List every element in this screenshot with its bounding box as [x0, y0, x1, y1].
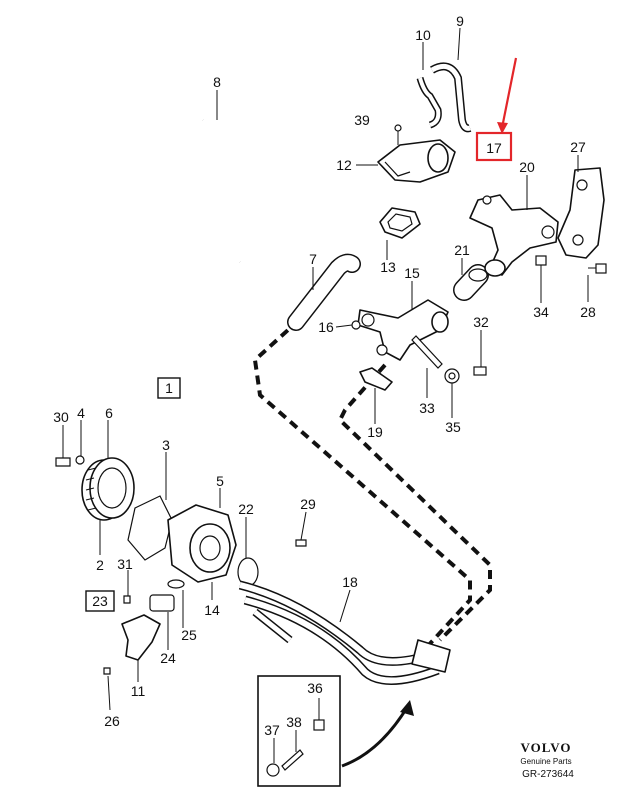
clip-16 [351, 320, 361, 330]
part-label-10: 10 [415, 27, 431, 43]
part-label-30: 30 [53, 409, 69, 425]
bracket-19 [359, 367, 393, 391]
nut-35 [444, 368, 460, 384]
pulley-6 [81, 457, 135, 521]
cover-11 [121, 614, 161, 661]
part-label-35: 35 [445, 419, 461, 435]
pipe-flange-18 [411, 639, 451, 673]
bolt-30 [55, 457, 71, 467]
part-label-7: 7 [309, 251, 317, 267]
part-labels: 1 2 3 4 5 6 7 8 9 10 11 12 13 14 15 16 1… [53, 13, 596, 738]
bolt-31 [123, 595, 131, 604]
part-label-32: 32 [473, 314, 489, 330]
brand-footer: VOLVO Genuine Parts GR-273644 [520, 740, 574, 780]
part-label-17: 17 [486, 140, 502, 156]
bolt-34 [535, 255, 547, 300]
part-label-36: 36 [307, 680, 323, 696]
part-label-6: 6 [105, 405, 113, 421]
inset-box [257, 675, 414, 787]
bolt-4 [75, 455, 85, 465]
water-pump-5 [167, 504, 237, 583]
part-label-38: 38 [286, 714, 302, 730]
bolt-29 [295, 539, 307, 547]
part-label-28: 28 [580, 304, 596, 320]
part-label-18: 18 [342, 574, 358, 590]
part-label-27: 27 [570, 139, 586, 155]
part-label-5: 5 [216, 473, 224, 489]
part-label-16: 16 [318, 319, 334, 335]
diagram-code: GR-273644 [522, 769, 574, 780]
dashed-route-right [337, 363, 492, 642]
gasket-3 [127, 495, 173, 561]
coolant-outlet-20 [469, 194, 559, 277]
volvo-wordmark: VOLVO [521, 740, 572, 755]
bolt-33 [411, 335, 443, 369]
bracket-27 [557, 167, 605, 259]
thermostat-25 [149, 594, 175, 612]
part-label-20: 20 [519, 159, 535, 175]
part-label-14: 14 [204, 602, 220, 618]
part-label-2: 2 [96, 557, 104, 573]
part-label-26: 26 [104, 713, 120, 729]
part-label-29: 29 [300, 496, 316, 512]
part-label-13: 13 [380, 259, 396, 275]
part-label-4: 4 [77, 405, 85, 421]
highlight-arrowhead [497, 122, 508, 134]
dashed-route-left [252, 308, 472, 662]
part-label-3: 3 [162, 437, 170, 453]
bolt-26 [103, 667, 111, 675]
part-label-8: 8 [213, 74, 221, 90]
part-label-37: 37 [264, 722, 280, 738]
part-label-34: 34 [533, 304, 549, 320]
label-box-1 [157, 377, 181, 399]
part-label-12: 12 [336, 157, 352, 173]
part-label-1: 1 [165, 380, 173, 396]
part-label-31: 31 [117, 556, 133, 572]
bolt-28 [588, 263, 607, 274]
sensor-32 [473, 366, 487, 376]
part-label-33: 33 [419, 400, 435, 416]
part-label-25: 25 [181, 627, 197, 643]
part-label-11: 11 [131, 683, 146, 699]
part-label-39: 39 [354, 112, 370, 128]
thermostat-housing-12 [377, 124, 456, 183]
highlight-box-17 [475, 131, 513, 162]
highlight-arrow [500, 57, 518, 129]
part-label-24: 24 [160, 650, 176, 666]
label-box-23 [85, 590, 115, 612]
o-ring-14 [167, 579, 185, 589]
coolant-junction-15 [357, 299, 449, 361]
part-label-23: 23 [92, 593, 108, 609]
genuine-parts-text: Genuine Parts [520, 757, 571, 766]
pipe-assembly-18 [238, 580, 440, 685]
part-label-19: 19 [367, 424, 383, 440]
part-label-22: 22 [238, 501, 254, 517]
part-label-9: 9 [456, 13, 464, 29]
leader-lines [62, 27, 589, 763]
part-label-15: 15 [404, 265, 420, 281]
part-label-21: 21 [454, 242, 470, 258]
